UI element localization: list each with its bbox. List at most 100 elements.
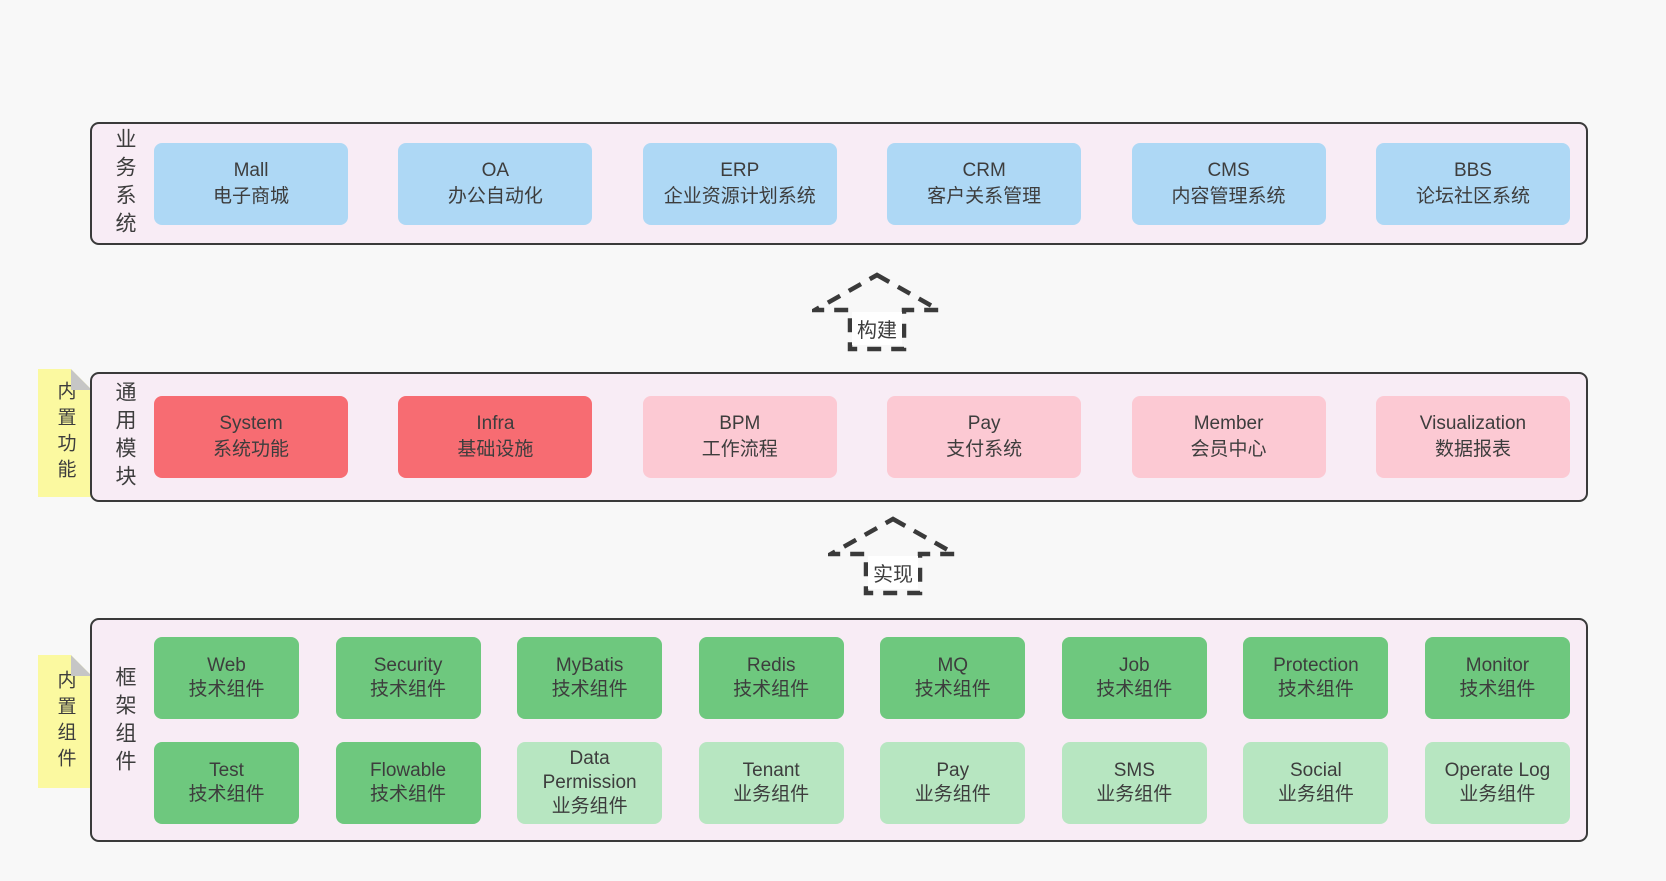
box-title: CRM [962,159,1006,181]
box-title: MQ [937,654,969,676]
box-subtitle: 内容管理系统 [1171,185,1286,207]
up-arrow-build: 构建 [812,272,942,352]
box-title: Operate Log [1444,759,1551,781]
arrow-label: 构建 [852,312,902,345]
box-subtitle: 技术组件 [188,678,265,700]
box-subtitle: 电子商城 [212,185,289,207]
box-title: Tenant [742,759,800,781]
box-title: Social [1290,759,1342,781]
box-cms: CMS 内容管理系统 [1131,142,1326,225]
up-arrow-implement: 实现 [828,516,958,596]
box-oa: OA 办公自动化 [398,142,593,225]
box-subtitle: 技术组件 [370,783,447,805]
box-title: Web [207,654,246,676]
box-title: Protection [1273,654,1359,676]
box-title: SMS [1113,759,1155,781]
box-member: Member 会员中心 [1131,396,1326,478]
box-mall: Mall 电子商城 [154,142,348,225]
box-title: Data Permission [542,747,637,793]
box-title: Monitor [1465,654,1530,676]
box-infra: Infra 基础设施 [398,396,593,478]
box-title: Infra [476,413,515,434]
box-subtitle: 业务组件 [914,783,991,805]
box-title: CMS [1207,159,1250,181]
box-title: BBS [1453,159,1492,181]
box-crm: CRM 客户关系管理 [887,142,1082,225]
box-visualization: Visualization 数据报表 [1375,396,1570,478]
box-subtitle: 业务组件 [551,795,628,817]
box-bpm: BPM 工作流程 [642,396,837,478]
box-subtitle: 系统功能 [212,439,289,460]
box-title: Flowable [370,759,447,781]
folded-corner-icon [71,655,92,676]
box-subtitle: 业务组件 [733,783,810,805]
box-subtitle: 技术组件 [1277,678,1354,700]
box-subtitle: 技术组件 [1096,678,1173,700]
box-subtitle: 数据报表 [1434,439,1511,460]
sticky-note-built-in-components: 内置组件 [38,655,92,788]
box-title: OA [481,159,510,181]
sticky-note-built-in-features: 内置功能 [38,369,92,497]
box-subtitle: 技术组件 [370,678,447,700]
box-subtitle: 基础设施 [457,439,534,460]
box-title: Redis [746,654,796,676]
band-vertical-label: 框架组件 [113,666,136,778]
box-subtitle: 支付系统 [946,439,1023,460]
box-title: MyBatis [555,654,624,676]
box-title: Member [1193,413,1264,434]
sticky-note-label: 内置功能 [54,381,76,485]
box-title: Mall [233,159,269,181]
box-title: Job [1118,654,1150,676]
box-title: BPM [719,413,761,434]
box-subtitle: 技术组件 [733,678,810,700]
box-subtitle: 客户关系管理 [927,185,1042,207]
arrow-label: 实现 [868,556,918,589]
dashed-up-arrow-icon [828,516,958,596]
box-subtitle: 技术组件 [1459,678,1536,700]
box-subtitle: 工作流程 [701,439,778,460]
box-subtitle: 业务组件 [1277,783,1354,805]
band-row: Mall 电子商城 OA 办公自动化 ERP 企业资源计划系统 CRM 客户关系管理 CMS 内容… [154,142,1570,225]
box-subtitle: 企业资源计划系统 [663,185,816,207]
sticky-note-label: 内置组件 [54,669,76,774]
band-vertical-label: 业务系统 [113,127,136,240]
box-subtitle: 会员中心 [1190,439,1267,460]
box-bbs: BBS 论坛社区系统 [1375,142,1570,225]
box-subtitle: 技术组件 [914,678,991,700]
box-title: Visualization [1419,413,1527,434]
box-pay: Pay 支付系统 [887,396,1082,478]
box-title: Security [373,654,443,676]
box-subtitle: 论坛社区系统 [1415,185,1530,207]
box-subtitle: 办公自动化 [447,185,543,207]
dashed-up-arrow-icon [812,272,942,352]
box-title: ERP [720,159,760,181]
band-business-systems: 业务系统 Mall 电子商城 OA 办公自动化 ERP 企业资源计划系统 CRM 客户关系管理… [90,122,1588,245]
box-title: Pay [967,413,1001,434]
box-title: Pay [936,759,970,781]
box-title: Test [209,759,244,781]
box-subtitle: 技术组件 [551,678,628,700]
